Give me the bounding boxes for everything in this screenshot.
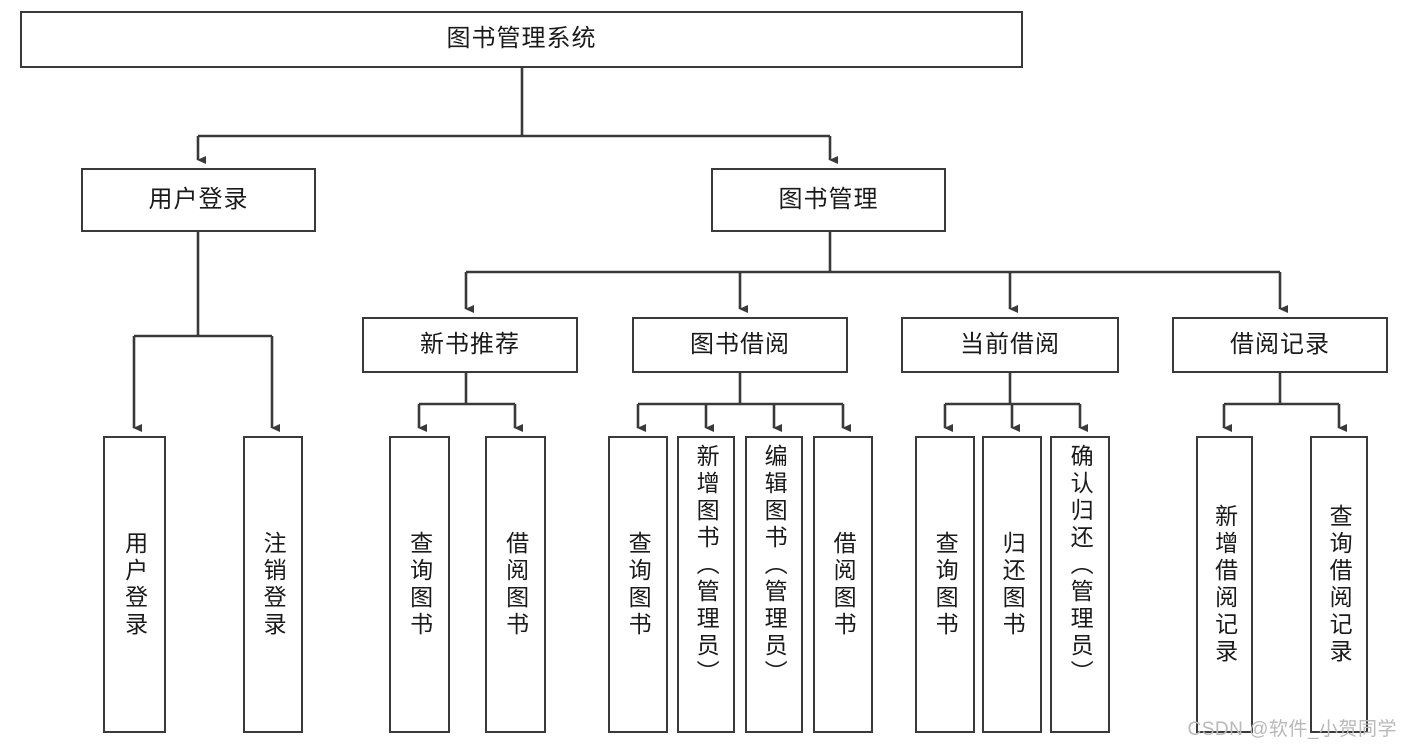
node-label: 查询图书	[932, 530, 959, 639]
node-label: 注销登录	[260, 530, 287, 639]
node-leaf-edit-book-admin[interactable]: 编辑图书（管理员）	[745, 436, 803, 733]
vertical-text-wrap: 注销登录	[245, 438, 301, 731]
node-leaf-query-book-borrow[interactable]: 查询图书	[608, 436, 668, 733]
vertical-text-wrap: 新增图书（管理员）	[679, 438, 733, 731]
node-label: 新增图书（管理员）	[693, 444, 720, 687]
node-label: 查询图书	[625, 530, 652, 639]
node-label: 用户登录	[148, 185, 249, 213]
node-label: 借阅图书	[830, 530, 857, 639]
node-leaf-return-book[interactable]: 归还图书	[982, 436, 1042, 733]
node-label: 新增借阅记录	[1211, 503, 1238, 666]
node-leaf-query-borrow-record[interactable]: 查询借阅记录	[1310, 436, 1368, 733]
node-leaf-logout[interactable]: 注销登录	[243, 436, 303, 733]
vertical-text-wrap: 借阅图书	[487, 438, 544, 731]
node-book-management[interactable]: 图书管理	[711, 168, 946, 232]
vertical-text-wrap: 查询借阅记录	[1312, 438, 1366, 731]
node-label: 确认归还（管理员）	[1067, 444, 1094, 687]
vertical-text-wrap: 查询图书	[917, 438, 973, 731]
node-leaf-query-book-recommend[interactable]: 查询图书	[389, 436, 450, 733]
node-leaf-borrow-book-recommend[interactable]: 借阅图书	[485, 436, 546, 733]
node-root-book-management-system[interactable]: 图书管理系统	[20, 11, 1023, 68]
node-label: 查询借阅记录	[1326, 503, 1353, 666]
node-label: 借阅记录	[1230, 330, 1330, 358]
node-leaf-add-book-admin[interactable]: 新增图书（管理员）	[677, 436, 735, 733]
node-label: 图书管理系统	[446, 25, 597, 53]
node-leaf-user-login[interactable]: 用户登录	[103, 436, 166, 733]
node-user-login[interactable]: 用户登录	[81, 168, 316, 232]
vertical-text-wrap: 借阅图书	[815, 438, 871, 731]
vertical-text-wrap: 编辑图书（管理员）	[747, 438, 801, 731]
vertical-text-wrap: 确认归还（管理员）	[1052, 438, 1108, 731]
vertical-text-wrap: 归还图书	[984, 438, 1040, 731]
node-leaf-borrow-book[interactable]: 借阅图书	[813, 436, 873, 733]
node-label: 当前借阅	[960, 330, 1060, 358]
node-label: 图书管理	[778, 185, 879, 213]
node-leaf-add-borrow-record[interactable]: 新增借阅记录	[1196, 436, 1253, 733]
node-book-borrow[interactable]: 图书借阅	[632, 317, 848, 373]
node-borrow-record[interactable]: 借阅记录	[1172, 317, 1388, 373]
node-label: 用户登录	[121, 530, 148, 639]
node-label: 归还图书	[999, 530, 1026, 639]
node-label: 借阅图书	[502, 530, 529, 639]
node-new-book-recommend[interactable]: 新书推荐	[362, 317, 578, 373]
node-label: 编辑图书（管理员）	[761, 444, 788, 687]
vertical-text-wrap: 查询图书	[391, 438, 448, 731]
node-leaf-confirm-return-admin[interactable]: 确认归还（管理员）	[1050, 436, 1110, 733]
node-label: 查询图书	[406, 530, 433, 639]
node-label: 图书借阅	[690, 330, 790, 358]
vertical-text-wrap: 新增借阅记录	[1198, 438, 1251, 731]
watermark-csdn: CSDN @软件_小贺同学	[1187, 719, 1397, 740]
node-leaf-query-book-current[interactable]: 查询图书	[915, 436, 975, 733]
vertical-text-wrap: 查询图书	[610, 438, 666, 731]
vertical-text-wrap: 用户登录	[105, 438, 164, 731]
node-current-borrow[interactable]: 当前借阅	[901, 317, 1119, 373]
node-label: 新书推荐	[420, 330, 520, 358]
